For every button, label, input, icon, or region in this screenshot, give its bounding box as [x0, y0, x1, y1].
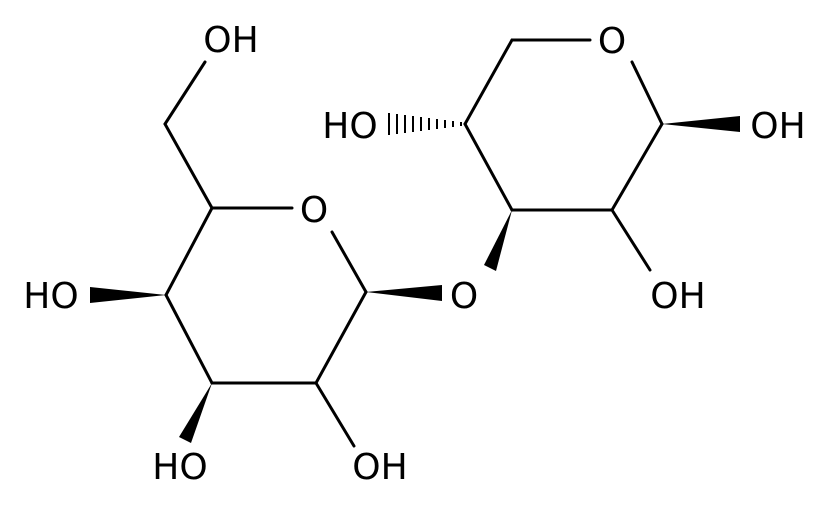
label-ring2-o: O — [598, 21, 626, 62]
label-ho-right-upper: HO — [322, 106, 377, 147]
bond-r-c2-oh — [610, 208, 652, 272]
bond-r-c1-c2 — [610, 122, 664, 212]
label-ho-left: HO — [23, 276, 78, 317]
bond-c1-c2 — [314, 290, 368, 385]
wedge-r-c3-o — [484, 210, 512, 271]
bond-c6-oh — [163, 60, 207, 126]
label-ring1-o: O — [300, 190, 328, 231]
label-oh-far-right: OH — [750, 106, 805, 147]
bond-r-c4-ch2 — [463, 38, 514, 126]
label-ho-bottom-left: HO — [152, 447, 207, 488]
bond-c2-oh — [314, 381, 356, 448]
wedge-c1-o — [366, 285, 442, 301]
right-ring — [388, 38, 740, 272]
wedge-r-c1-oh — [662, 116, 740, 132]
hash-r-c4-ho — [388, 113, 462, 135]
bond-c5-c6 — [163, 122, 214, 210]
left-ring — [90, 60, 442, 448]
wedge-c4-oh — [90, 287, 166, 303]
label-oh-top: OH — [203, 20, 258, 61]
bond-ringo-c1 — [330, 230, 368, 294]
label-bridge-o: O — [450, 276, 478, 317]
label-oh-bottom-mid: OH — [352, 447, 407, 488]
bond-c3-c4 — [164, 293, 214, 385]
atom-labels: OH O O HO OH HO O OH HO OH — [23, 20, 805, 488]
bond-r-o-c1 — [630, 60, 664, 126]
bond-c4-c5 — [164, 206, 214, 297]
label-oh-right-lower: OH — [650, 276, 705, 317]
wedge-c3-oh — [179, 383, 212, 443]
bond-r-c3-c4 — [463, 122, 514, 212]
